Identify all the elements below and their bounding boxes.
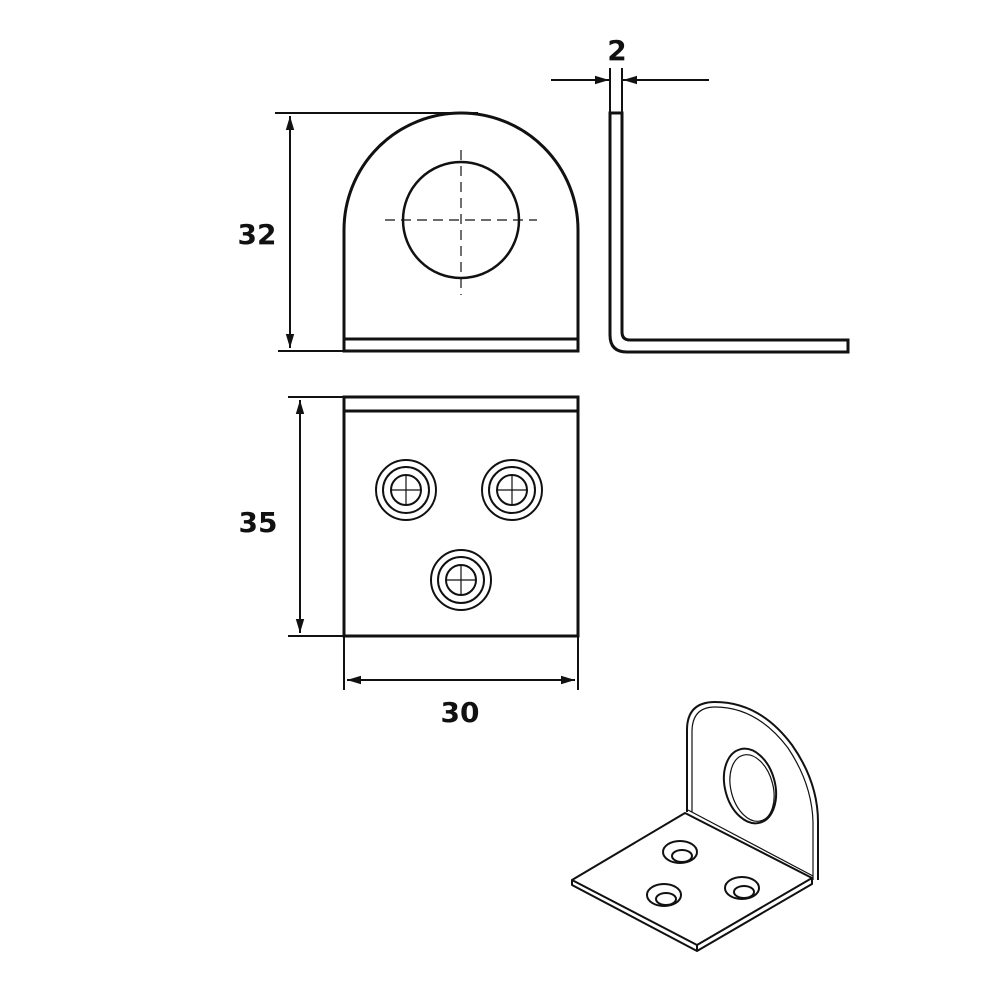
dimension-height-front xyxy=(275,112,478,352)
dimension-thickness xyxy=(551,68,709,113)
dimension-width xyxy=(343,636,579,690)
dimension-label-30: 30 xyxy=(441,696,480,729)
center-lines xyxy=(385,150,537,295)
front-view xyxy=(342,111,580,353)
dimension-height-bottom xyxy=(288,396,344,637)
iso-screw-hole xyxy=(662,840,698,864)
dimension-label-2: 2 xyxy=(607,34,626,67)
screw-hole xyxy=(375,459,437,521)
isometric-view xyxy=(571,701,819,952)
dimension-label-32: 32 xyxy=(238,218,277,251)
screw-hole xyxy=(481,459,543,521)
dimension-label-35: 35 xyxy=(239,506,278,539)
side-view xyxy=(608,111,850,354)
iso-screw-hole xyxy=(646,883,682,907)
screw-hole xyxy=(430,549,492,611)
bottom-view xyxy=(342,395,580,638)
iso-screw-hole xyxy=(724,876,760,900)
iso-mounting-hole xyxy=(722,747,778,825)
